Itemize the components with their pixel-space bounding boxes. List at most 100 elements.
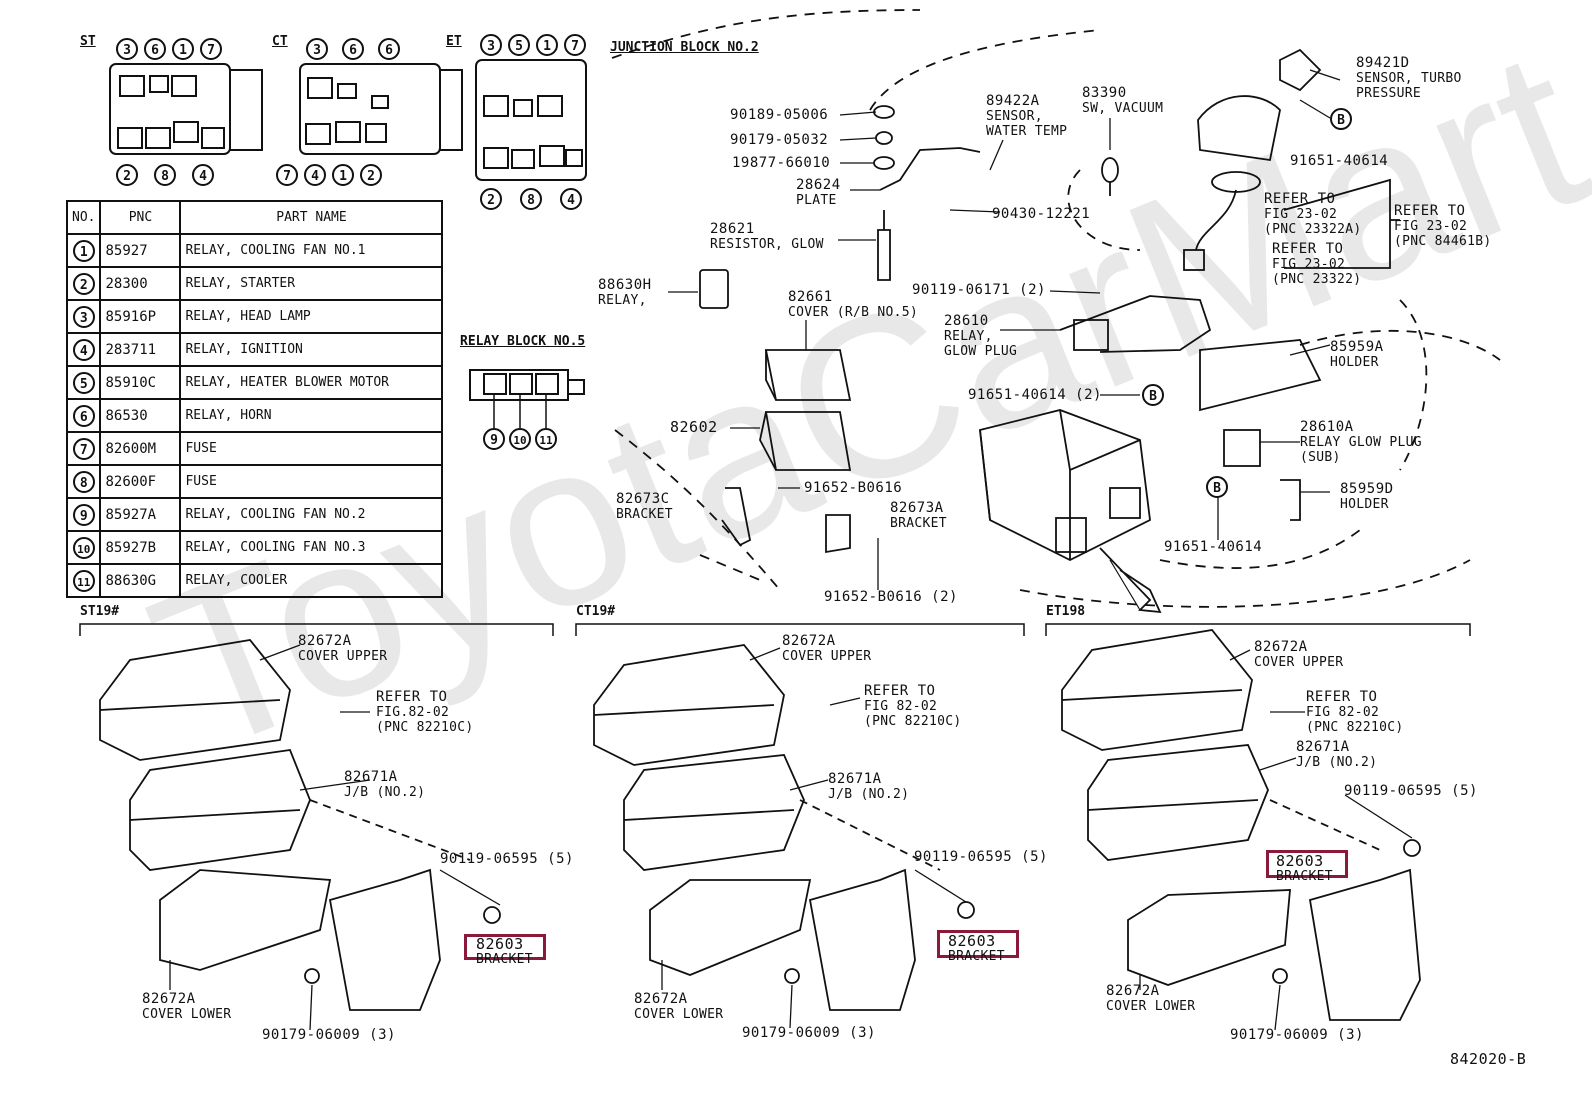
part-number: 89422A — [986, 93, 1040, 109]
row-number: 9 — [72, 503, 95, 526]
part-name: J/B (NO.2) — [828, 787, 910, 802]
part-name: BRACKET — [1276, 869, 1333, 884]
row-pnc: 86530 — [99, 398, 182, 433]
part-name: HOLDER — [1330, 355, 1379, 370]
row-name: RELAY, COOLING FAN NO.2 — [179, 497, 444, 532]
part-number: 82603 — [1276, 852, 1324, 870]
num-circle: 3 — [116, 38, 138, 60]
part-name: BRACKET — [890, 516, 947, 531]
refer-line: REFER TO — [864, 683, 936, 699]
row-number: 2 — [72, 272, 95, 295]
part-name: COVER UPPER — [782, 649, 872, 664]
row-number: 8 — [72, 470, 95, 493]
part-number: 82603 — [948, 932, 996, 950]
part-label: 90119-06595 (5) — [1344, 783, 1478, 799]
row-name: RELAY, HEATER BLOWER MOTOR — [179, 365, 444, 400]
refer-line: FIG 23-02 — [1394, 219, 1468, 234]
ct-block-outline — [299, 63, 463, 155]
part-name: WATER TEMP — [986, 124, 1068, 139]
part-number: 82672A — [298, 633, 352, 649]
highlight-box — [937, 930, 1019, 958]
refer-line: REFER TO — [1306, 689, 1378, 705]
part-name: COVER LOWER — [634, 1007, 724, 1022]
part-label: 82602 — [670, 418, 718, 436]
num-circle: 5 — [508, 34, 530, 56]
section-relay-block: RELAY BLOCK NO.5 — [460, 334, 586, 349]
part-label: 90119-06171 (2) — [912, 282, 1046, 298]
row-name: RELAY, COOLING FAN NO.1 — [179, 233, 444, 268]
row-number: 3 — [72, 305, 95, 328]
section-st19: ST19# — [80, 604, 120, 619]
et-block-outline — [475, 59, 587, 181]
row-name: RELAY, HORN — [179, 398, 444, 433]
part-label: 90179-06009 (3) — [1230, 1027, 1364, 1043]
row-number: 1 — [72, 239, 95, 262]
refer-line: (PNC 84461B) — [1394, 234, 1492, 249]
row-number: 11 — [72, 569, 95, 592]
header-no: NO. — [65, 200, 102, 235]
leader-lines — [169, 69, 1413, 1031]
part-name: RELAY, — [598, 293, 647, 308]
part-number: 82603 — [476, 935, 524, 953]
part-name: GLOW PLUG — [944, 344, 1018, 359]
section-et198: ET198 — [1046, 604, 1086, 619]
row-number: 10 — [72, 536, 95, 559]
part-name: PLATE — [796, 193, 837, 208]
part-label: 91652-B0616 — [804, 480, 903, 496]
row-pnc: 28300 — [99, 266, 182, 301]
table-header-row: NO. PNC PART NAME — [65, 200, 444, 235]
num-circle: 7 — [564, 34, 586, 56]
part-number: 82673C — [616, 491, 670, 507]
row-number: 7 — [72, 437, 95, 460]
section-ct: CT — [272, 34, 288, 49]
num-circle: 4 — [192, 164, 214, 186]
num-circle: 2 — [116, 164, 138, 186]
refer-line: FIG 23-02 — [1264, 207, 1338, 222]
row-pnc: 85916P — [99, 299, 182, 334]
num-circle: 6 — [378, 38, 400, 60]
assembly-st-art — [99, 639, 501, 1011]
refer-line: FIG 82-02 — [864, 699, 938, 714]
assembly-ct-art — [593, 644, 975, 1011]
part-label: 91651-40614 — [1290, 153, 1389, 169]
num-circle: 11 — [535, 428, 557, 450]
header-pnc: PNC — [99, 200, 182, 235]
part-number: 82672A — [1254, 639, 1308, 655]
section-st: ST — [80, 34, 96, 49]
part-label: 19877-66010 — [732, 155, 831, 171]
part-label: 90179-06009 (3) — [742, 1025, 876, 1041]
num-circle: 10 — [509, 428, 531, 450]
row-pnc: 85927A — [99, 497, 182, 532]
part-label: 90119-06595 (5) — [440, 851, 574, 867]
part-name: SENSOR, TURBO — [1356, 71, 1462, 86]
refer-line: REFER TO — [376, 689, 448, 705]
row-number: 6 — [72, 404, 95, 427]
refer-line: FIG.82-02 — [376, 705, 450, 720]
part-number: 82671A — [1296, 739, 1350, 755]
row-name: FUSE — [179, 431, 444, 466]
num-circle: 1 — [332, 164, 354, 186]
row-number: 4 — [72, 338, 95, 361]
b-marker-icon: B — [1206, 476, 1228, 498]
relay-block-5-outline — [469, 369, 585, 428]
part-number: 89421D — [1356, 55, 1410, 71]
part-number: 82672A — [142, 991, 196, 1007]
part-name: J/B (NO.2) — [344, 785, 426, 800]
part-number: 28610A — [1300, 419, 1354, 435]
